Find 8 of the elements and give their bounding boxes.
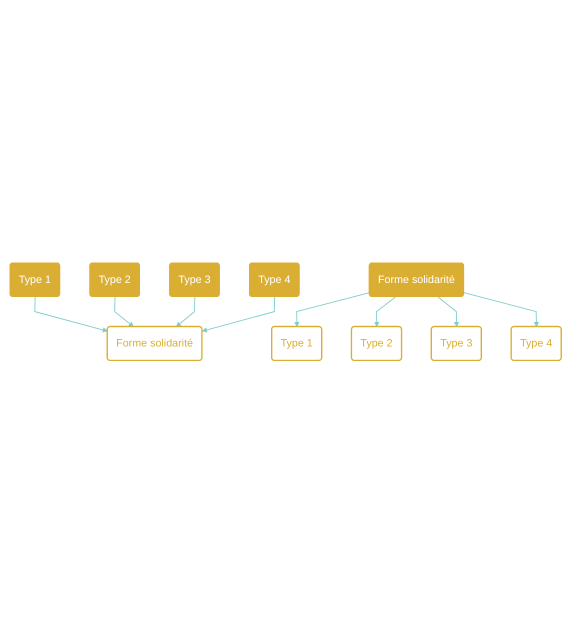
arrow [374, 296, 396, 328]
arrow [114, 296, 134, 328]
arrow [202, 296, 276, 333]
arrow [34, 296, 108, 333]
arrow [464, 292, 539, 328]
arrow [294, 292, 370, 328]
arrow [176, 296, 196, 328]
arrow [438, 296, 460, 328]
